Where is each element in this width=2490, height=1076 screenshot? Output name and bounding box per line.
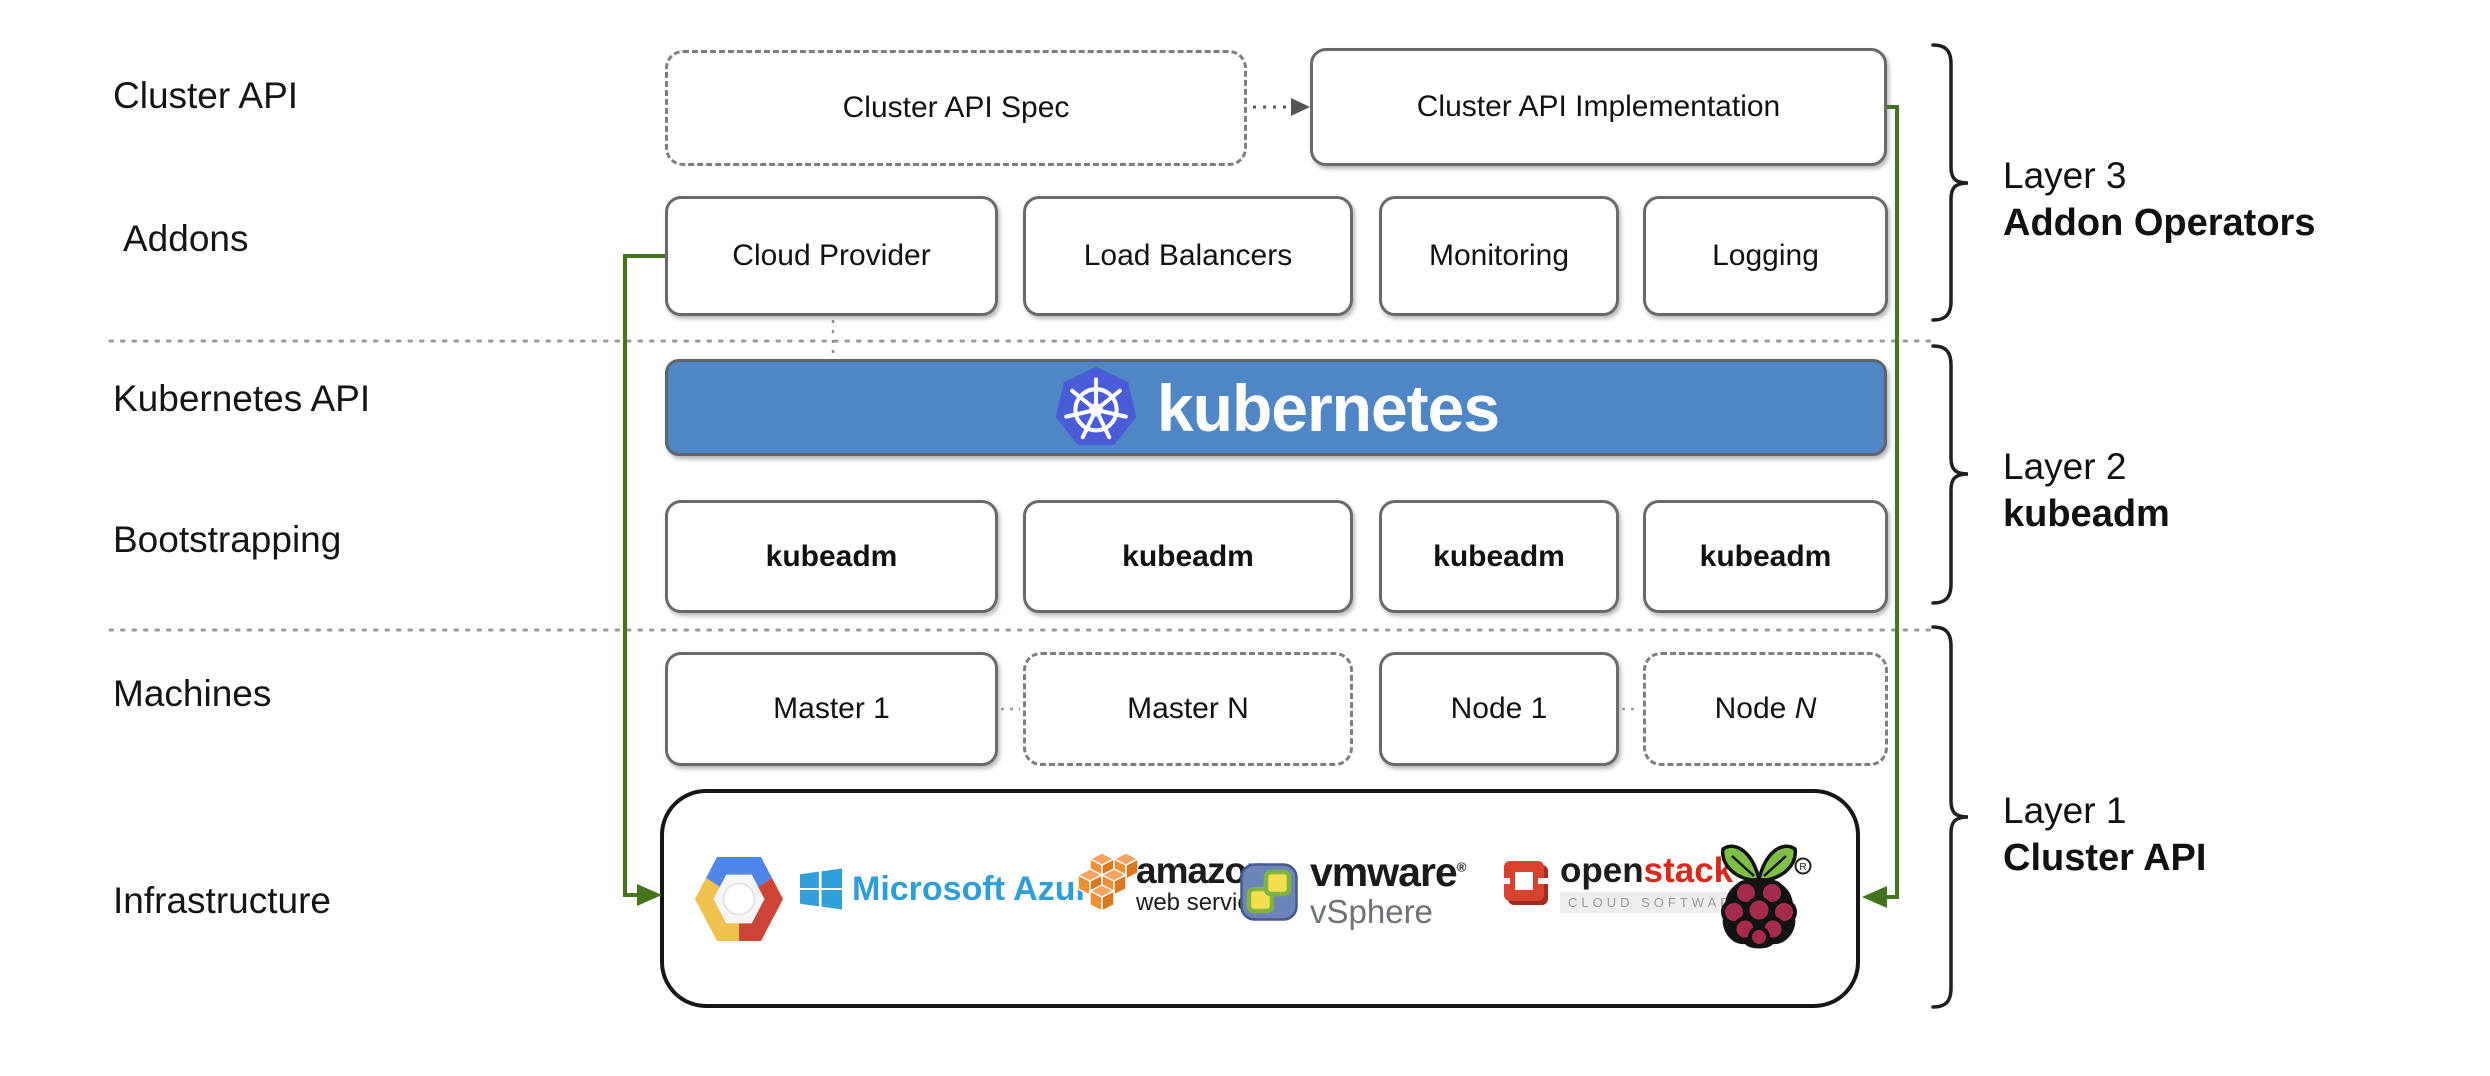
kubeadm-box-4: kubeadm: [1643, 500, 1888, 613]
addon-box-monitoring: Monitoring: [1379, 196, 1619, 316]
kubernetes-banner: kubernetes: [665, 359, 1887, 456]
green-arrowhead-left-icon: [637, 884, 662, 906]
node-n-prefix: Node: [1714, 692, 1795, 725]
layer-2-brace: [1931, 344, 1969, 605]
node-n-label: Node N: [1715, 692, 1817, 726]
layer-2-subtitle: kubeadm: [2003, 493, 2170, 536]
raspberry-pi-logo: R: [1712, 834, 1812, 952]
node-1-label: Node 1: [1450, 692, 1548, 725]
layer-3-subtitle: Addon Operators: [2003, 202, 2316, 245]
microsoft-azure-logo: Microsoft Azure: [800, 868, 1108, 910]
openstack-wordmark: openstack™ CLOUD SOFTWARE: [1560, 853, 1755, 913]
layer-1-subtitle: Cluster API: [2003, 837, 2207, 880]
row-label-machines: Machines: [113, 673, 272, 714]
spec-to-implementation-arrowhead-icon: [1291, 98, 1310, 116]
master-1-label: Master 1: [773, 692, 890, 725]
vmware-wordmark: vmware® vSphere: [1310, 852, 1467, 931]
cluster-api-spec-label: Cluster API Spec: [842, 91, 1070, 124]
kubeadm-box-2: kubeadm: [1023, 500, 1353, 613]
cloud-provider-label: Cloud Provider: [732, 239, 931, 272]
kubernetes-wordmark: kubernetes: [1156, 370, 1500, 445]
machine-box-node-1: Node 1: [1379, 652, 1619, 766]
layer-2-label: Layer 2 kubeadm: [2003, 443, 2170, 539]
cluster-api-implementation-box: Cluster API Implementation: [1310, 48, 1887, 166]
layer-1-title: Layer 1: [2003, 790, 2127, 831]
layer-1-brace: [1931, 625, 1969, 1009]
master-n-label: Master N: [1127, 692, 1249, 725]
layer-3-label: Layer 3 Addon Operators: [2003, 152, 2315, 248]
row-label-infrastructure: Infrastructure: [113, 880, 331, 921]
kubeadm-label: kubeadm: [1433, 539, 1565, 573]
stack-text: stack: [1643, 851, 1734, 890]
azure-window-icon: [800, 868, 842, 910]
layer-3-title: Layer 3: [2003, 155, 2127, 196]
open-text: open: [1560, 851, 1644, 890]
row-label-cluster-api: Cluster API: [113, 75, 299, 116]
node-n-suffix: N: [1794, 692, 1817, 725]
vmware-text: vmware®: [1310, 852, 1467, 893]
addon-box-logging: Logging: [1643, 196, 1888, 316]
cloud-provider-to-infrastructure-green-line: [623, 254, 665, 897]
google-cloud-icon: [695, 857, 783, 941]
aws-cubes-icon: [1077, 851, 1139, 912]
raspberry-pi-icon: R: [1721, 844, 1812, 949]
vmware-word: vmware: [1310, 849, 1458, 895]
openstack-text: openstack™: [1560, 853, 1754, 888]
google-cloud-logo: [692, 851, 786, 947]
green-arrowhead-right-icon: [1862, 886, 1887, 908]
openstack-logo: openstack™ CLOUD SOFTWARE: [1502, 853, 1755, 913]
monitoring-label: Monitoring: [1428, 239, 1570, 272]
addon-box-load-balancers: Load Balancers: [1023, 196, 1353, 316]
row-label-bootstrapping: Bootstrapping: [113, 519, 342, 560]
vmware-vsphere-logo: vmware® vSphere: [1240, 852, 1467, 931]
kubeadm-box-3: kubeadm: [1379, 500, 1619, 613]
kubeadm-box-1: kubeadm: [665, 500, 998, 613]
cloud-software-text: CLOUD SOFTWARE: [1560, 892, 1755, 913]
kubernetes-wheel-icon: [1055, 366, 1137, 445]
logging-label: Logging: [1712, 239, 1819, 272]
row-label-kubernetes-api: Kubernetes API: [113, 378, 371, 419]
vmware-icon: [1240, 863, 1298, 922]
kubeadm-label: kubeadm: [765, 539, 898, 573]
layer-2-title: Layer 2: [2003, 446, 2127, 487]
openstack-icon: [1502, 861, 1548, 905]
azure-wordmark: Microsoft Azure: [852, 869, 1108, 908]
raspberry-reg-mark: R: [1799, 862, 1806, 873]
cluster-api-spec-box: Cluster API Spec: [665, 50, 1247, 166]
row-label-addons: Addons: [123, 218, 249, 259]
machine-box-master-n: Master N: [1023, 652, 1353, 766]
layer-1-label: Layer 1 Cluster API: [2003, 787, 2206, 883]
cluster-api-implementation-label: Cluster API Implementation: [1416, 90, 1781, 123]
vsphere-text: vSphere: [1310, 892, 1433, 930]
vmware-reg-mark: ®: [1456, 859, 1467, 875]
kubeadm-label: kubeadm: [1699, 539, 1832, 573]
machine-box-node-n: Node N: [1643, 652, 1888, 766]
addon-box-cloud-provider: Cloud Provider: [665, 196, 998, 316]
machine-box-master-1: Master 1: [665, 652, 998, 766]
layer-3-brace: [1931, 43, 1969, 322]
load-balancers-label: Load Balancers: [1083, 239, 1293, 272]
kubeadm-label: kubeadm: [1122, 539, 1254, 573]
